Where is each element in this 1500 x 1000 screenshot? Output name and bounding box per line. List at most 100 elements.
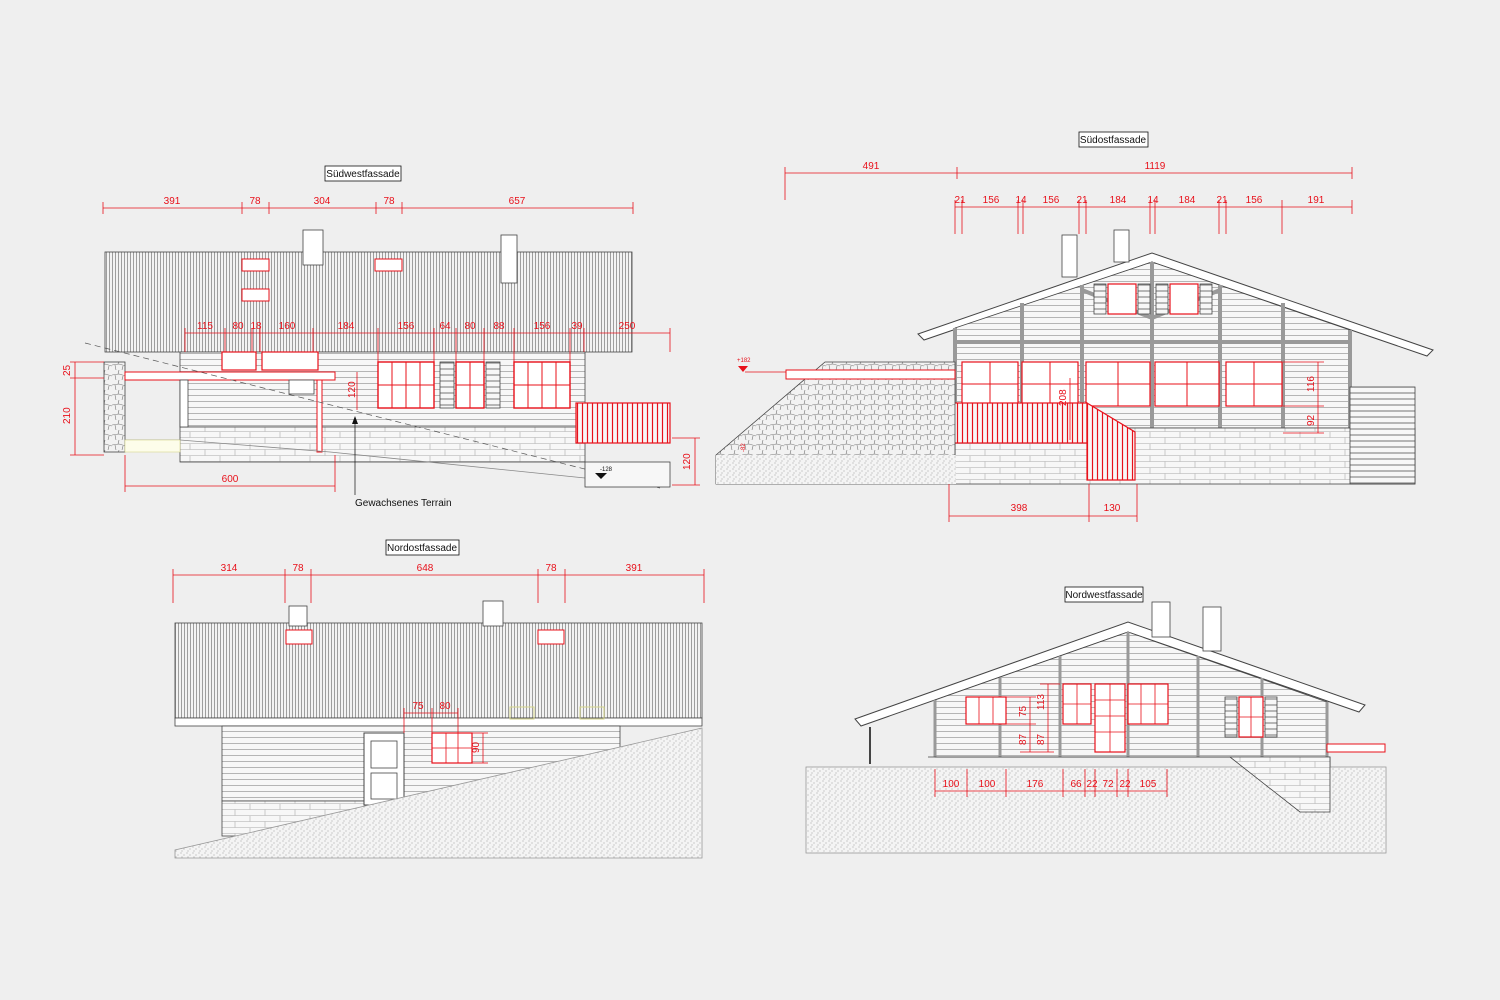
southeast-dim-bottom	[948, 484, 1138, 522]
northwest-shutter	[1264, 696, 1278, 738]
southeast-chimney	[1061, 234, 1078, 278]
southwest-title-box	[324, 165, 402, 182]
northeast-dim-75: 75	[412, 701, 424, 712]
southwest-window	[288, 379, 315, 395]
southwest-dim-304: 304	[314, 196, 331, 207]
southwest-post	[179, 379, 189, 428]
northwest-window-mullions	[1128, 684, 1168, 724]
southeast-shutter	[1155, 283, 1169, 315]
southeast-facade: Südostfassade +182 -82	[715, 131, 1434, 522]
southeast-level-top: +182	[737, 358, 751, 364]
southwest-dim-657: 657	[509, 196, 526, 207]
southeast-dim-184: 184	[1110, 195, 1127, 206]
northwest-dim-100: 100	[979, 779, 996, 790]
northeast-door-panel	[370, 740, 398, 769]
southeast-level-marker	[738, 366, 748, 372]
southwest-dim-120-right: 120	[682, 453, 693, 470]
southwest-dim-250: 250	[619, 321, 636, 332]
southeast-dim-116: 116	[1306, 376, 1317, 392]
northeast-facade: Nordostfassade 314 78 648 78 391	[172, 539, 705, 859]
northeast-title: Nordostfassade	[387, 543, 457, 554]
northwest-door-mullions	[1095, 684, 1125, 752]
northwest-dim-105: 105	[1140, 779, 1157, 790]
northwest-chimney	[1151, 601, 1171, 638]
southeast-dim-21: 21	[1076, 195, 1088, 206]
northwest-dim-75: 75	[1018, 705, 1029, 717]
northeast-skylight	[285, 629, 313, 645]
northwest-dim-87: 87	[1036, 733, 1047, 745]
southwest-dim-25: 25	[62, 364, 73, 376]
northeast-title-box	[385, 539, 460, 556]
southeast-gravel	[716, 455, 956, 484]
southwest-dim-391: 391	[164, 196, 181, 207]
northwest-window-mullions	[978, 697, 994, 724]
southeast-dim-14: 14	[1015, 195, 1027, 206]
southwest-dim-78: 78	[383, 196, 395, 207]
southwest-stone-pillar	[103, 361, 126, 453]
northwest-title: Nordwestfassade	[1065, 590, 1143, 601]
northwest-dim-side	[1006, 683, 1060, 753]
southeast-shutter	[1093, 283, 1107, 315]
northeast-eave	[174, 717, 703, 727]
southeast-dim-top	[784, 167, 1353, 200]
northeast-chimney	[288, 605, 308, 627]
southwest-terrain-label: Gewachsenes Terrain	[355, 498, 452, 509]
southeast-chimney	[1113, 229, 1130, 263]
southeast-dim-156: 156	[1246, 195, 1263, 206]
southeast-dim-156: 156	[983, 195, 1000, 206]
southwest-base	[179, 426, 586, 463]
northwest-dim-22: 22	[1119, 779, 1131, 790]
southeast-dim-row	[954, 200, 1353, 234]
southwest-shutter	[439, 361, 455, 409]
northeast-dim-78: 78	[292, 563, 304, 574]
southwest-dim-right	[672, 437, 700, 486]
northeast-door	[363, 732, 405, 806]
northwest-dim-87: 87	[1018, 733, 1029, 745]
southwest-dim-39: 39	[571, 321, 583, 332]
northwest-shutter	[1224, 696, 1238, 738]
southeast-shutter	[1199, 283, 1213, 315]
southeast-dim-1119: 1119	[1145, 161, 1166, 172]
southwest-dim-184: 184	[338, 321, 355, 332]
southwest-balcony-railing	[575, 402, 671, 444]
northeast-window-mullions	[432, 733, 472, 763]
southwest-window-mullions	[378, 362, 434, 408]
southeast-dim-21: 21	[1216, 195, 1228, 206]
northwest-side-beam	[1326, 743, 1386, 753]
southwest-title: Südwestfassade	[326, 169, 400, 180]
southwest-dim-160: 160	[279, 321, 296, 332]
southwest-roof	[104, 251, 633, 353]
southeast-dim-398: 398	[1011, 503, 1028, 514]
southwest-window	[221, 351, 257, 371]
southeast-window-mullions	[962, 362, 1282, 406]
southwest-dim-bottom	[124, 455, 336, 492]
northeast-chimney	[482, 600, 504, 627]
southwest-chimney-left	[302, 229, 324, 266]
northwest-dim-bottom	[934, 769, 1168, 797]
southwest-dim-80: 80	[232, 321, 244, 332]
southwest-post	[316, 379, 323, 453]
southwest-dim-row	[184, 328, 671, 362]
northwest-dim-22: 22	[1086, 779, 1098, 790]
southwest-window-mullions	[514, 362, 570, 408]
southwest-dim-120-inner: 120	[347, 381, 358, 398]
northeast-dim-78: 78	[545, 563, 557, 574]
southeast-dim-208: 208	[1058, 389, 1069, 406]
northeast-terrain	[174, 727, 703, 859]
southeast-shutter	[1137, 283, 1151, 315]
southeast-dim-184: 184	[1179, 195, 1196, 206]
southwest-terrain-dashed	[84, 342, 661, 489]
northwest-dim-66: 66	[1070, 779, 1082, 790]
southwest-window-mullions	[456, 362, 484, 408]
northeast-skylight-outline	[579, 706, 605, 720]
southwest-skylight	[241, 288, 270, 302]
northeast-door-panel	[370, 772, 398, 800]
northwest-dim-72: 72	[1102, 779, 1114, 790]
southeast-dim-14: 14	[1147, 195, 1159, 206]
southwest-chimney-right	[500, 234, 518, 284]
southwest-dim-top	[102, 202, 634, 214]
southwest-dim-156: 156	[534, 321, 551, 332]
northwest-window-mullions	[1063, 684, 1091, 724]
northeast-dim-80: 80	[439, 701, 451, 712]
southwest-dim-80: 80	[464, 321, 476, 332]
